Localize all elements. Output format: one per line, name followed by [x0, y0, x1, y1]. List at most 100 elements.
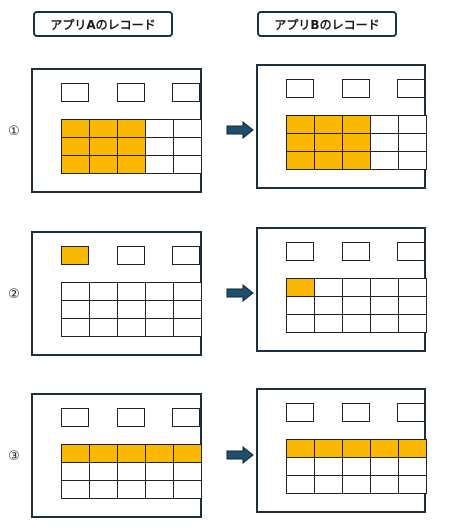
table-cell: [146, 120, 174, 138]
field-box: [342, 242, 370, 261]
table-cell: [118, 445, 146, 463]
record-table: [61, 119, 202, 174]
table-cell: [174, 319, 202, 337]
table-cell: [343, 152, 371, 170]
record-table: [286, 115, 427, 170]
table-cell: [62, 319, 90, 337]
table-cell: [118, 463, 146, 481]
table-cell: [118, 283, 146, 301]
table-cell: [118, 120, 146, 138]
table-cell: [343, 279, 371, 297]
table-cell: [62, 156, 90, 174]
table-cell: [174, 138, 202, 156]
table-cell: [118, 156, 146, 174]
table-cell: [174, 120, 202, 138]
field-box: [397, 403, 425, 422]
record-table: [286, 278, 427, 333]
table-cell: [90, 120, 118, 138]
table-cell: [287, 440, 315, 458]
table-cell: [287, 116, 315, 134]
table-cell: [371, 476, 399, 494]
table-cell: [399, 440, 427, 458]
table-cell: [146, 283, 174, 301]
table-cell: [90, 481, 118, 499]
table-cell: [90, 463, 118, 481]
table-cell: [399, 476, 427, 494]
table-cell: [174, 463, 202, 481]
table-cell: [315, 440, 343, 458]
table-cell: [90, 445, 118, 463]
table-cell: [118, 138, 146, 156]
table-cell: [62, 301, 90, 319]
table-cell: [343, 134, 371, 152]
field-box: [61, 246, 89, 265]
table-cell: [371, 134, 399, 152]
table-cell: [399, 279, 427, 297]
table-cell: [287, 315, 315, 333]
table-cell: [174, 283, 202, 301]
record-panel-right-2: [256, 227, 427, 352]
table-cell: [315, 134, 343, 152]
table-cell: [315, 152, 343, 170]
table-cell: [287, 134, 315, 152]
table-cell: [62, 445, 90, 463]
record-panel-left-3: [31, 393, 202, 518]
table-cell: [315, 476, 343, 494]
field-box: [61, 408, 89, 427]
table-cell: [118, 319, 146, 337]
table-cell: [146, 463, 174, 481]
table-cell: [90, 301, 118, 319]
table-cell: [287, 152, 315, 170]
table-cell: [90, 156, 118, 174]
record-table: [286, 439, 427, 494]
table-cell: [174, 445, 202, 463]
field-box: [172, 246, 200, 265]
table-cell: [371, 297, 399, 315]
field-box: [172, 83, 200, 102]
record-panel-left-2: [31, 231, 202, 356]
record-panel-left-1: [31, 68, 202, 193]
table-cell: [315, 458, 343, 476]
table-cell: [399, 315, 427, 333]
row-label-1: ①: [8, 123, 20, 139]
header-app-a: アプリAのレコード: [33, 11, 173, 37]
field-box: [117, 246, 145, 265]
table-cell: [118, 481, 146, 499]
table-cell: [315, 315, 343, 333]
table-cell: [118, 301, 146, 319]
table-cell: [146, 301, 174, 319]
table-cell: [343, 476, 371, 494]
row-label-2: ②: [8, 286, 20, 302]
table-cell: [62, 481, 90, 499]
right-arrow-icon: [226, 121, 254, 139]
right-arrow-icon: [226, 284, 254, 302]
record-table: [61, 444, 202, 499]
table-cell: [62, 120, 90, 138]
table-cell: [146, 138, 174, 156]
table-cell: [146, 156, 174, 174]
table-cell: [315, 279, 343, 297]
field-box: [117, 83, 145, 102]
record-panel-right-1: [256, 64, 427, 189]
field-box: [342, 403, 370, 422]
table-cell: [62, 463, 90, 481]
table-cell: [315, 297, 343, 315]
field-box: [286, 403, 314, 422]
field-box: [342, 79, 370, 98]
table-cell: [287, 297, 315, 315]
table-cell: [146, 319, 174, 337]
table-cell: [62, 283, 90, 301]
table-cell: [371, 279, 399, 297]
table-cell: [287, 458, 315, 476]
row-label-3: ③: [8, 448, 20, 464]
table-cell: [174, 156, 202, 174]
table-cell: [315, 116, 343, 134]
table-cell: [399, 152, 427, 170]
table-cell: [343, 440, 371, 458]
table-cell: [399, 134, 427, 152]
table-cell: [90, 138, 118, 156]
field-box: [286, 242, 314, 261]
table-cell: [399, 458, 427, 476]
field-box: [397, 242, 425, 261]
field-box: [286, 79, 314, 98]
